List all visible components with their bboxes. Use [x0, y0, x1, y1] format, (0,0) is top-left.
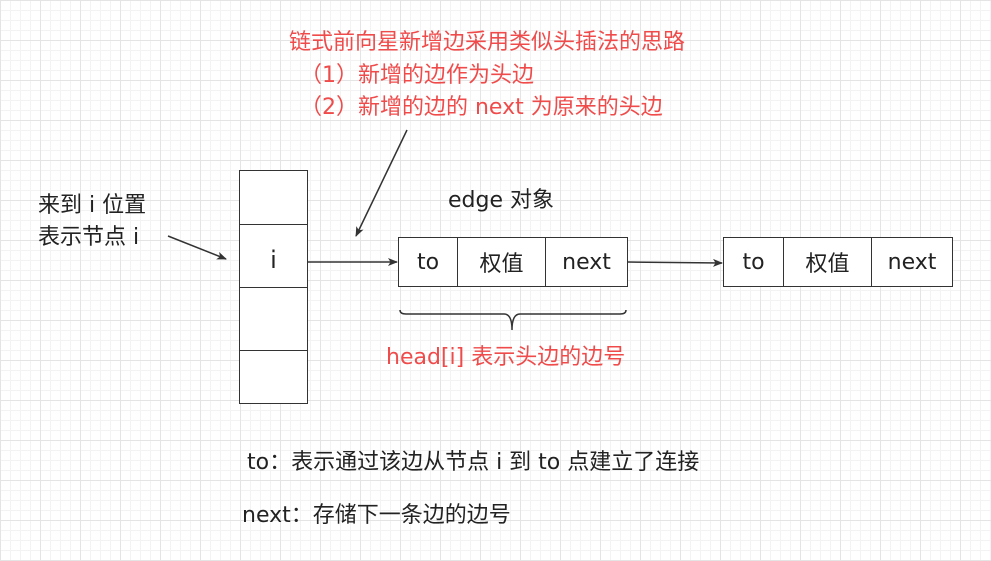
edge-label: edge 对象	[448, 188, 554, 213]
head-array: i	[239, 170, 308, 404]
edge2-to: to	[724, 238, 784, 286]
edge2-next: next	[887, 249, 937, 275]
array-cell-i: i	[270, 246, 277, 274]
edge-box-1: to 权值 next	[398, 237, 628, 287]
edge1-to: to	[399, 238, 458, 286]
arrow-edge1-to-edge2	[627, 258, 723, 267]
left-label-1: 来到 i 位置	[38, 193, 147, 218]
arrow-title-pointer	[355, 129, 408, 237]
note-to: to：表示通过该边从节点 i 到 to 点建立了连接	[247, 450, 700, 475]
left-label-2: 表示节点 i	[38, 225, 140, 250]
title-line-1: 链式前向星新增边采用类似头插法的思路	[289, 30, 686, 55]
edge1-next: next	[562, 249, 611, 275]
brace	[399, 309, 627, 331]
arrow-left-label-pointer	[167, 235, 227, 260]
title-line-2: （1）新增的边作为头边	[300, 63, 534, 88]
edge-box-2: to 权值 next	[723, 237, 953, 287]
edge1-weight: 权值	[458, 238, 546, 286]
brace-label: head[i] 表示头边的边号	[386, 345, 626, 370]
edge2-weight: 权值	[784, 238, 872, 286]
note-next: next：存储下一条边的边号	[242, 503, 511, 528]
title-line-3: （2）新增的边的 next 为原来的头边	[300, 95, 663, 120]
